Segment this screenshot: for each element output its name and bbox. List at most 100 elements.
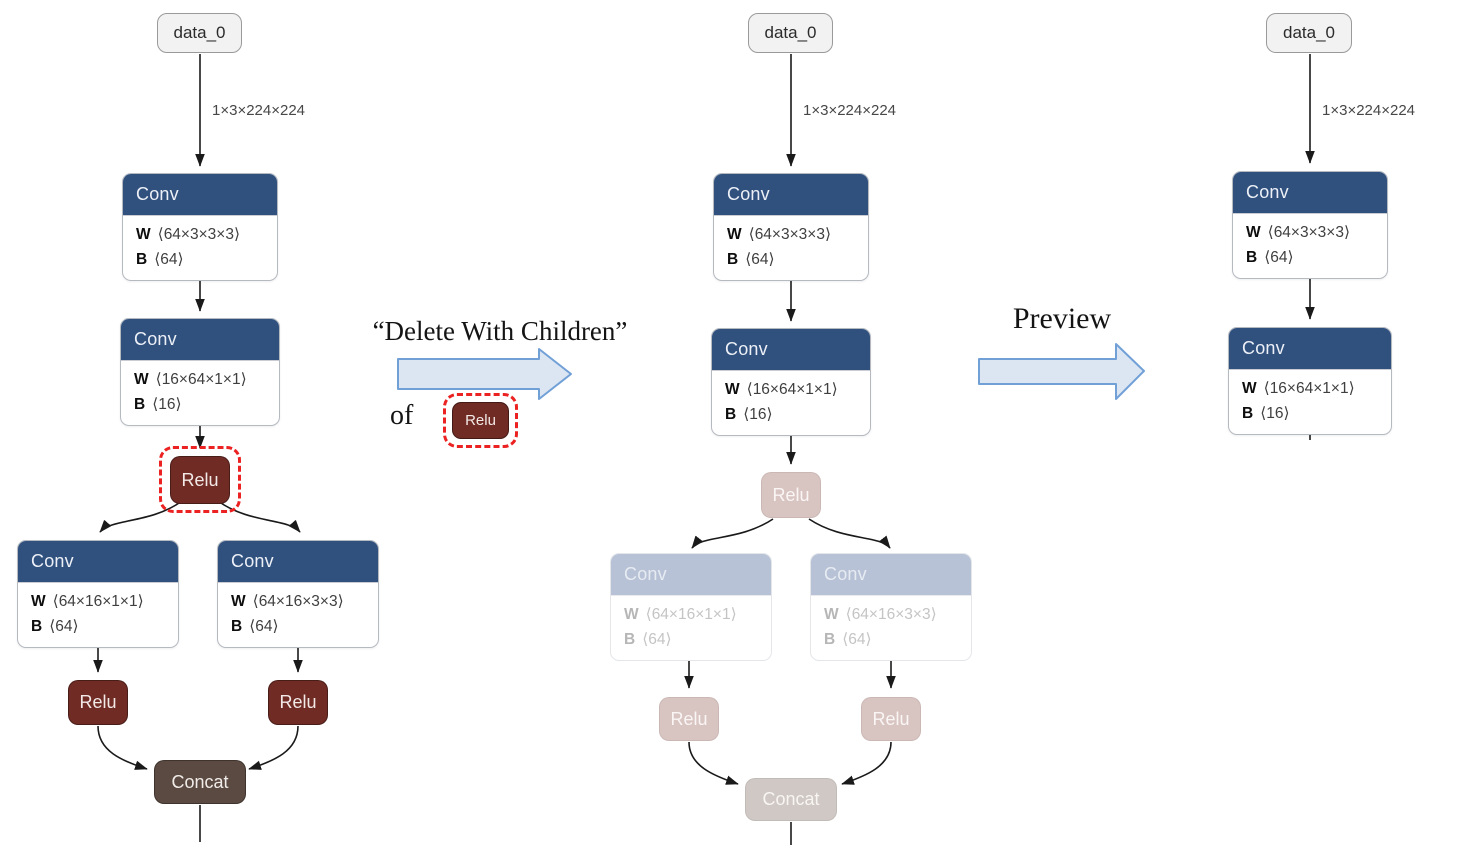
edge: [97, 725, 148, 770]
weight-shape: ⟨64×16×3×3⟩: [845, 606, 937, 623]
input-node[interactable]: data_0: [157, 13, 242, 53]
bias-shape: ⟨64⟩: [249, 618, 279, 635]
weight-key: W: [824, 606, 839, 623]
input-node[interactable]: data_0: [748, 13, 833, 53]
concat-node-label: Concat: [171, 771, 229, 792]
relu-node-label: Relu: [670, 708, 708, 729]
preview-caption: Preview: [1012, 302, 1112, 335]
selected-relu-chip-label: Relu: [465, 412, 496, 429]
weight-key: W: [727, 226, 742, 243]
relu-node-label: Relu: [772, 484, 810, 505]
bias-shape: ⟨16⟩: [152, 396, 182, 413]
bias-key: B: [1242, 405, 1254, 422]
selected-relu-chip: Relu: [452, 402, 509, 439]
weight-key: W: [31, 593, 46, 610]
relu-node[interactable]: Relu: [268, 680, 328, 725]
action-caption: “Delete With Children”: [372, 316, 628, 346]
relu-node[interactable]: Relu: [68, 680, 128, 725]
right-block-arrow-icon: [397, 348, 572, 400]
conv-node[interactable]: Conv W ⟨16×64×1×1⟩ B ⟨16⟩: [1228, 327, 1392, 435]
conv-node[interactable]: Conv W ⟨16×64×1×1⟩ B ⟨16⟩: [711, 328, 871, 436]
bias-key: B: [624, 631, 636, 648]
tensor-shape-label: 1×3×224×224: [803, 102, 897, 119]
edge: [841, 741, 892, 785]
conv-node[interactable]: Conv W ⟨16×64×1×1⟩ B ⟨16⟩: [120, 318, 280, 426]
conv-node[interactable]: Conv W ⟨64×16×1×1⟩ B ⟨64⟩: [17, 540, 179, 648]
weight-key: W: [624, 606, 639, 623]
weight-shape: ⟨64×3×3×3⟩: [748, 226, 831, 243]
conv-node-title: Conv: [18, 541, 178, 582]
tensor-shape-label: 1×3×224×224: [1322, 102, 1416, 119]
relu-node-marked-deleted[interactable]: Relu: [761, 472, 821, 518]
conv-node[interactable]: Conv W ⟨64×3×3×3⟩ B ⟨64⟩: [1232, 171, 1388, 279]
conv-node-title: Conv: [121, 319, 279, 360]
conv-node-title: Conv: [123, 174, 277, 215]
edge: [248, 725, 299, 770]
weight-shape: ⟨64×16×3×3⟩: [252, 593, 344, 610]
bias-key: B: [725, 406, 737, 423]
bias-shape: ⟨64⟩: [842, 631, 872, 648]
bias-shape: ⟨64⟩: [49, 618, 79, 635]
right-block-arrow-icon: [978, 343, 1145, 400]
relu-node-marked-deleted[interactable]: Relu: [659, 697, 719, 741]
concat-node-label: Concat: [762, 789, 820, 809]
bias-shape: ⟨64⟩: [154, 251, 184, 268]
relu-node-label: Relu: [279, 692, 317, 712]
weight-shape: ⟨64×16×1×1⟩: [645, 606, 737, 623]
weight-shape: ⟨64×3×3×3⟩: [1267, 224, 1350, 241]
conv-node-title: Conv: [1229, 328, 1391, 369]
input-node-label: data_0: [764, 23, 817, 42]
bias-shape: ⟨16⟩: [743, 406, 773, 423]
selection-highlight: [443, 393, 518, 448]
tensor-shape-label: 1×3×224×224: [212, 102, 306, 119]
conv-node-title: Conv: [714, 174, 868, 215]
bias-key: B: [31, 618, 43, 635]
bias-key: B: [1246, 249, 1258, 266]
weight-key: W: [1246, 224, 1261, 241]
conv-node-marked-deleted[interactable]: Conv W ⟨64×16×1×1⟩ B ⟨64⟩: [610, 553, 772, 661]
selection-highlight: [159, 446, 241, 513]
weight-key: W: [231, 593, 246, 610]
bias-shape: ⟨16⟩: [1260, 405, 1290, 422]
edge: [808, 518, 891, 549]
input-node[interactable]: data_0: [1266, 13, 1352, 53]
weight-shape: ⟨16×64×1×1⟩: [1263, 380, 1355, 397]
weight-shape: ⟨64×16×1×1⟩: [52, 593, 144, 610]
edge: [691, 518, 774, 549]
weight-key: W: [1242, 380, 1257, 397]
weight-key: W: [725, 381, 740, 398]
conv-node[interactable]: Conv W ⟨64×3×3×3⟩ B ⟨64⟩: [713, 173, 869, 281]
bias-key: B: [231, 618, 243, 635]
bias-key: B: [824, 631, 836, 648]
conv-node-title: Conv: [218, 541, 378, 582]
conv-node-title: Conv: [712, 329, 870, 370]
weight-shape: ⟨64×3×3×3⟩: [157, 226, 240, 243]
relu-node-marked-deleted[interactable]: Relu: [861, 697, 921, 741]
concat-node-marked-deleted[interactable]: Concat: [745, 778, 837, 821]
edge: [688, 741, 739, 785]
weight-key: W: [134, 371, 149, 388]
bias-shape: ⟨64⟩: [642, 631, 672, 648]
concat-node[interactable]: Concat: [154, 760, 246, 804]
bias-key: B: [134, 396, 146, 413]
conv-node-title: Conv: [611, 554, 771, 595]
bias-shape: ⟨64⟩: [1264, 249, 1294, 266]
conv-node[interactable]: Conv W ⟨64×16×3×3⟩ B ⟨64⟩: [217, 540, 379, 648]
relu-node-selected[interactable]: Relu: [170, 456, 230, 504]
bias-shape: ⟨64⟩: [745, 251, 775, 268]
bias-key: B: [727, 251, 739, 268]
input-node-label: data_0: [173, 23, 226, 42]
of-caption: of: [390, 400, 414, 431]
relu-node-label: Relu: [79, 692, 117, 712]
conv-node-marked-deleted[interactable]: Conv W ⟨64×16×3×3⟩ B ⟨64⟩: [810, 553, 972, 661]
input-node-label: data_0: [1283, 23, 1335, 42]
weight-key: W: [136, 226, 151, 243]
conv-node[interactable]: Conv W⟨64×3×3×3⟩ B⟨64⟩: [122, 173, 278, 281]
relu-node-label: Relu: [872, 708, 910, 729]
weight-shape: ⟨16×64×1×1⟩: [746, 381, 838, 398]
weight-shape: ⟨16×64×1×1⟩: [155, 371, 247, 388]
conv-node-title: Conv: [1233, 172, 1387, 213]
relu-node-label: Relu: [181, 469, 219, 490]
conv-node-title: Conv: [811, 554, 971, 595]
